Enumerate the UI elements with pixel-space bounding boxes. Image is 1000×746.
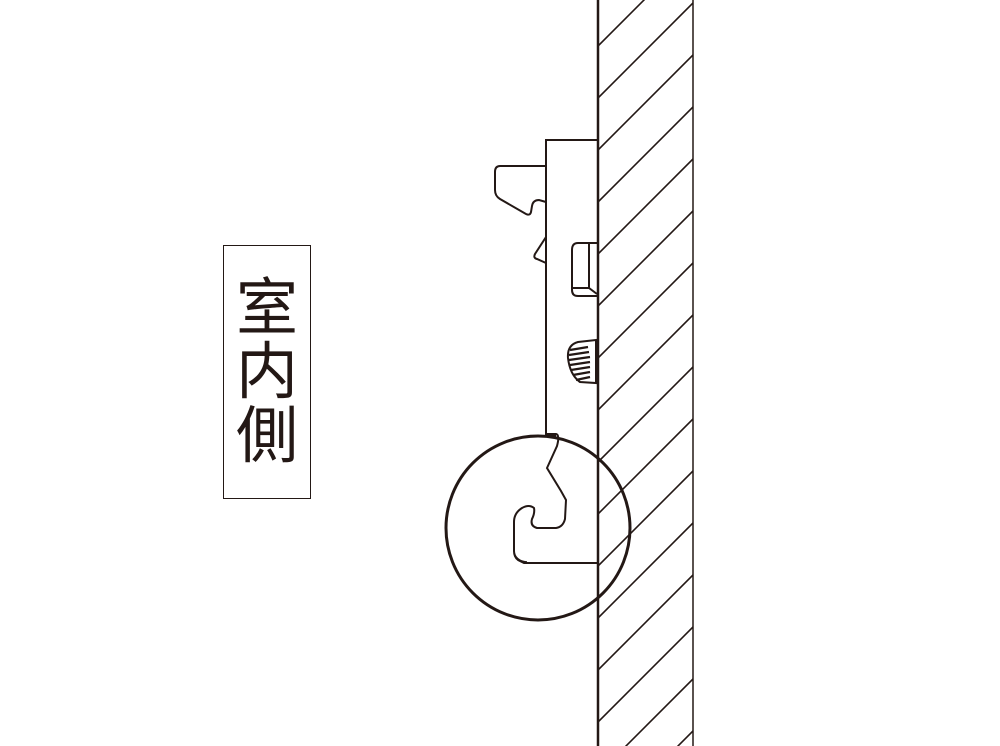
clip	[571, 242, 598, 297]
wall-hatching	[598, 0, 693, 746]
wall-section	[596, 0, 694, 746]
indoor-side-label: 室 内 側	[223, 245, 311, 499]
upper-hook	[494, 165, 547, 216]
lower-hook	[513, 433, 597, 564]
lower-hook-foot	[513, 550, 528, 563]
label-char-1: 室	[235, 271, 298, 344]
knurled-screw	[566, 338, 597, 385]
label-char-2: 内	[235, 335, 298, 408]
label-char-3: 側	[235, 399, 298, 472]
detail-callout-circle	[444, 434, 632, 622]
bracket-tab	[533, 236, 547, 264]
